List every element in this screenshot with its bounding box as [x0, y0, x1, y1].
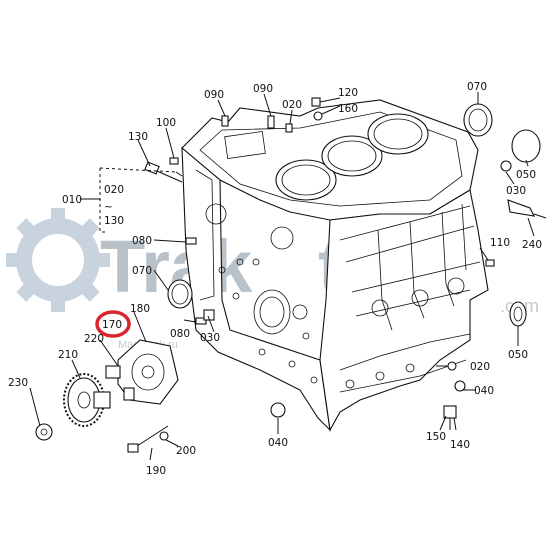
label-tilde: ~: [104, 201, 113, 213]
label-080b[interactable]: 080: [170, 328, 190, 340]
label-170[interactable]: 170: [102, 319, 122, 331]
label-040a[interactable]: 040: [474, 385, 494, 397]
watermark-gear-icon: [6, 208, 110, 312]
label-010[interactable]: 010: [62, 194, 82, 206]
seal-070-left: [167, 279, 193, 309]
plug-040-bottom: [270, 402, 286, 418]
highlight-ring: [95, 310, 131, 338]
plug-040-right: [454, 380, 466, 392]
label-200[interactable]: 200: [176, 445, 196, 457]
label-070a[interactable]: 070: [467, 81, 487, 93]
dowel-090-b: [267, 115, 275, 129]
oil-pump-assembly: [105, 339, 179, 405]
plug-160: [313, 111, 323, 121]
label-240[interactable]: 240: [522, 239, 542, 251]
label-020a[interactable]: 020: [104, 184, 124, 196]
label-050[interactable]: 050: [516, 169, 536, 181]
washer-200: [159, 431, 169, 441]
label-130a[interactable]: 130: [104, 215, 124, 227]
part-labels: 010 020 130 ~ 090 090 020 120 160 070 10…: [8, 81, 542, 477]
label-130b[interactable]: 130: [128, 131, 148, 143]
plug-050-top: [511, 129, 541, 163]
plug-030-right: [500, 160, 512, 172]
label-090b[interactable]: 090: [253, 83, 273, 95]
bolt-190: [127, 425, 169, 453]
plug-020-right: [447, 361, 457, 371]
label-080a[interactable]: 080: [132, 235, 152, 247]
label-230[interactable]: 230: [8, 377, 28, 389]
cylinder-block: [181, 99, 489, 432]
label-180[interactable]: 180: [130, 303, 150, 315]
label-090a[interactable]: 090: [204, 89, 224, 101]
label-020b[interactable]: 020: [282, 99, 302, 111]
label-190[interactable]: 190: [146, 465, 166, 477]
label-140[interactable]: 140: [450, 439, 470, 451]
pin-110: [485, 259, 495, 267]
plug-100: [169, 157, 179, 165]
pin-080-b: [195, 317, 207, 325]
label-160[interactable]: 160: [338, 103, 358, 115]
gear-210: [63, 373, 111, 427]
label-020c[interactable]: 020: [470, 361, 490, 373]
plug-020-top: [285, 123, 293, 133]
label-040b[interactable]: 040: [268, 437, 288, 449]
label-030a[interactable]: 030: [506, 185, 526, 197]
label-100[interactable]: 100: [156, 117, 176, 129]
label-220[interactable]: 220: [84, 333, 104, 345]
label-070b[interactable]: 070: [132, 265, 152, 277]
pin-080-a: [185, 237, 197, 245]
sensor-240: [507, 199, 547, 219]
bolt-150-140: [443, 405, 457, 430]
label-210[interactable]: 210: [58, 349, 78, 361]
label-150[interactable]: 150: [426, 431, 446, 443]
label-030b[interactable]: 030: [200, 332, 220, 344]
plug-070-top: [463, 103, 493, 137]
label-110[interactable]: 110: [490, 237, 510, 249]
label-050b[interactable]: 050: [508, 349, 528, 361]
dowel-090-a: [221, 115, 229, 127]
seal-050-right: [509, 301, 527, 327]
nut-230: [35, 423, 53, 441]
plug-120: [311, 97, 321, 107]
leader-lines: [29, 92, 535, 461]
label-120[interactable]: 120: [338, 87, 358, 99]
